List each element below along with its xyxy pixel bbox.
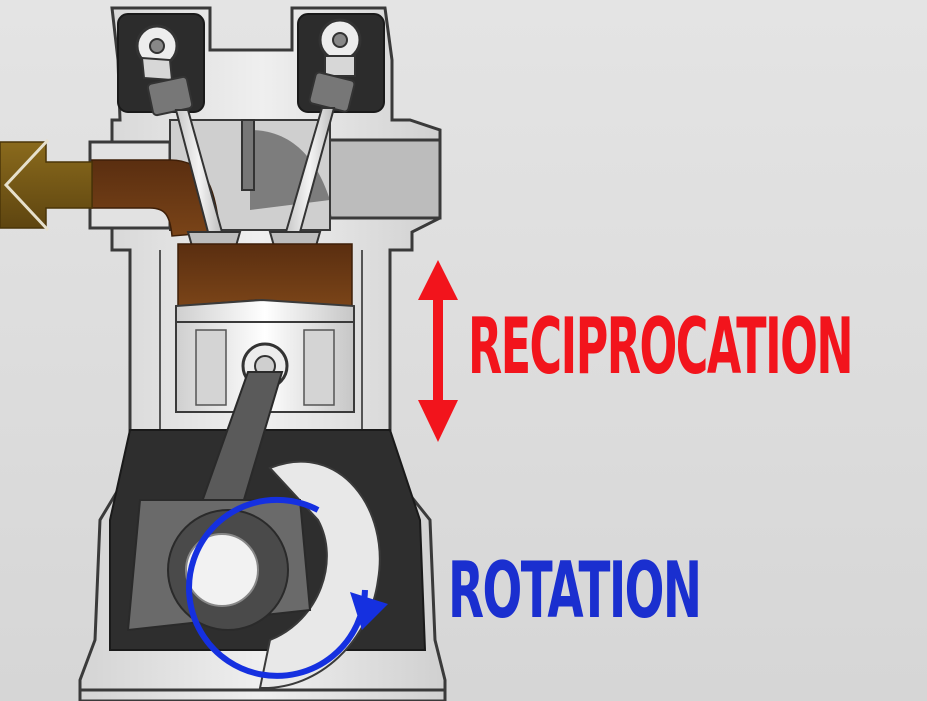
- crank-counterweight: [258, 460, 381, 690]
- exhaust-arrow-icon: [0, 138, 93, 232]
- reciprocation-arrow-icon: [418, 260, 458, 442]
- intake-valve: [268, 71, 356, 247]
- rotation-label: ROTATION: [448, 545, 702, 637]
- rotation-arrow-icon: [186, 496, 388, 679]
- combustion-chamber-gas: [177, 243, 353, 307]
- crankshaft: [126, 499, 312, 632]
- reciprocation-label: RECIPROCATION: [468, 301, 854, 393]
- exhaust-valve: [146, 75, 242, 247]
- spark-plug: [241, 119, 255, 191]
